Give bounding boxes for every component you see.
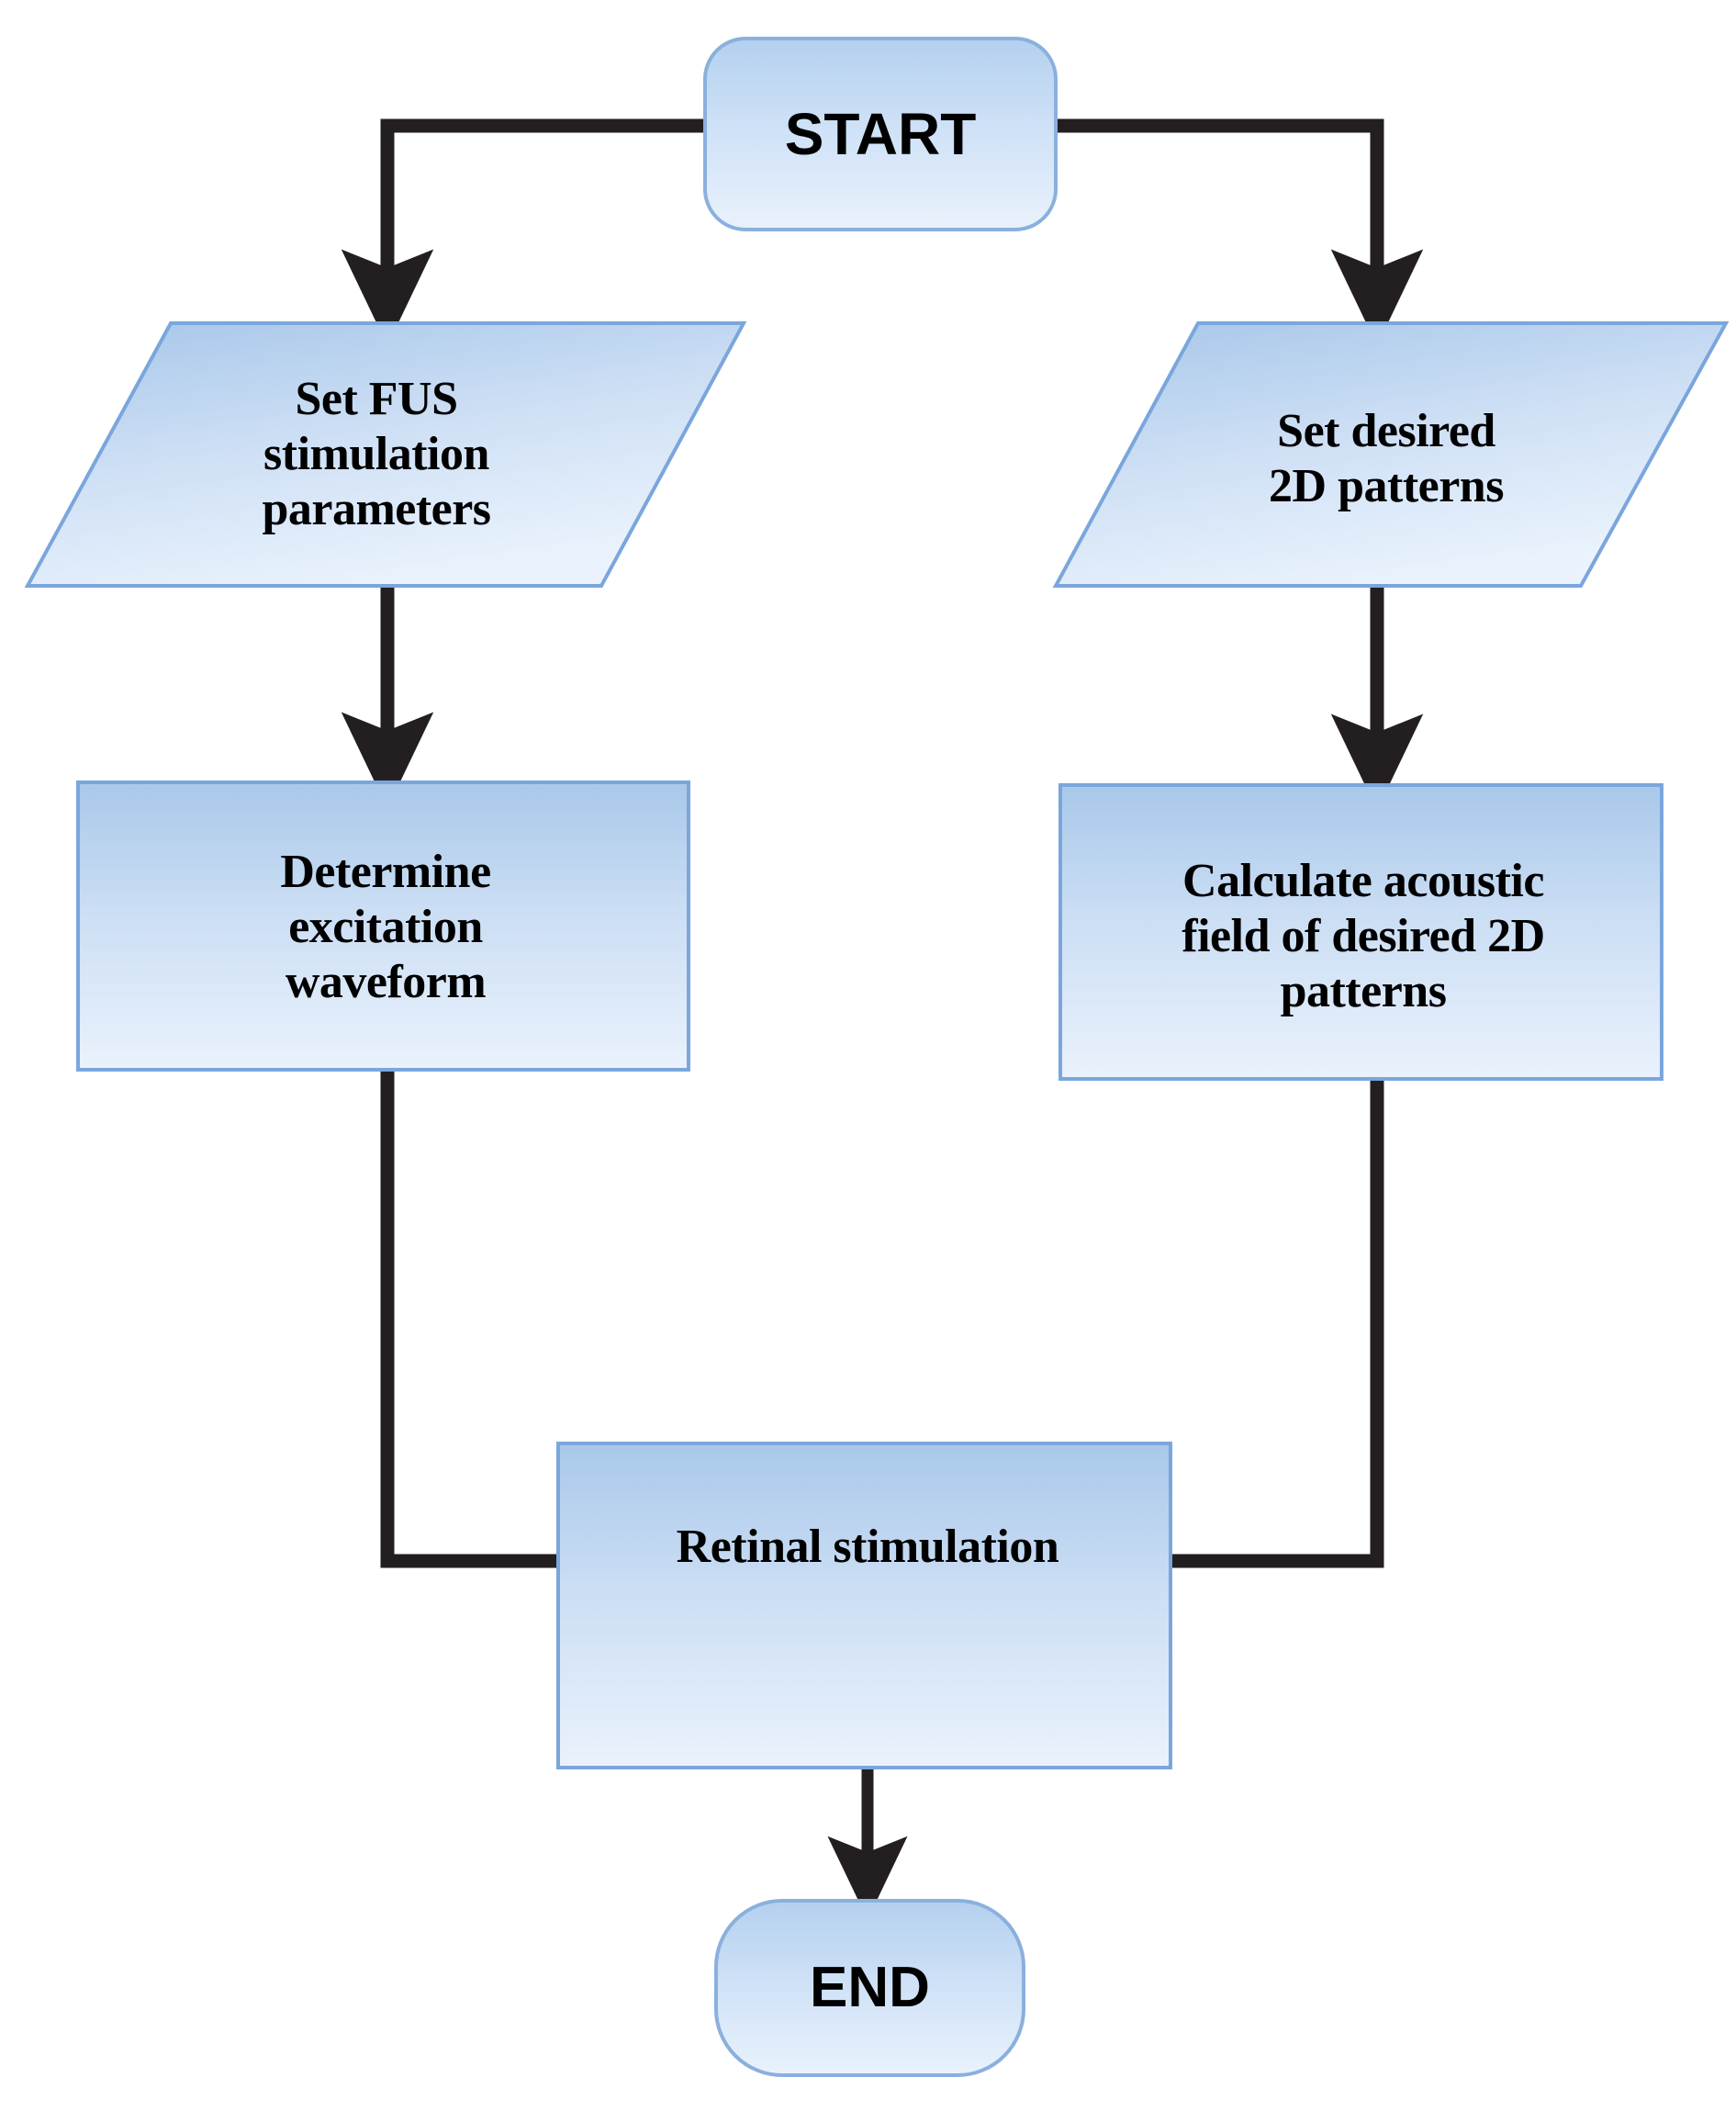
- node-end-shape[interactable]: [714, 1899, 1025, 2077]
- node-determine-shape[interactable]: [76, 780, 690, 1072]
- node-calculate-shape[interactable]: [1058, 783, 1663, 1081]
- edge-start-to-set-2d: [1056, 118, 1424, 346]
- node-start-shape[interactable]: [703, 37, 1058, 231]
- node-set-fus-shape[interactable]: [24, 321, 747, 588]
- edge-start-to-set-fus: [341, 118, 705, 346]
- node-set-2d-shape[interactable]: [1052, 321, 1730, 588]
- node-retinal-shape[interactable]: [556, 1442, 1172, 1769]
